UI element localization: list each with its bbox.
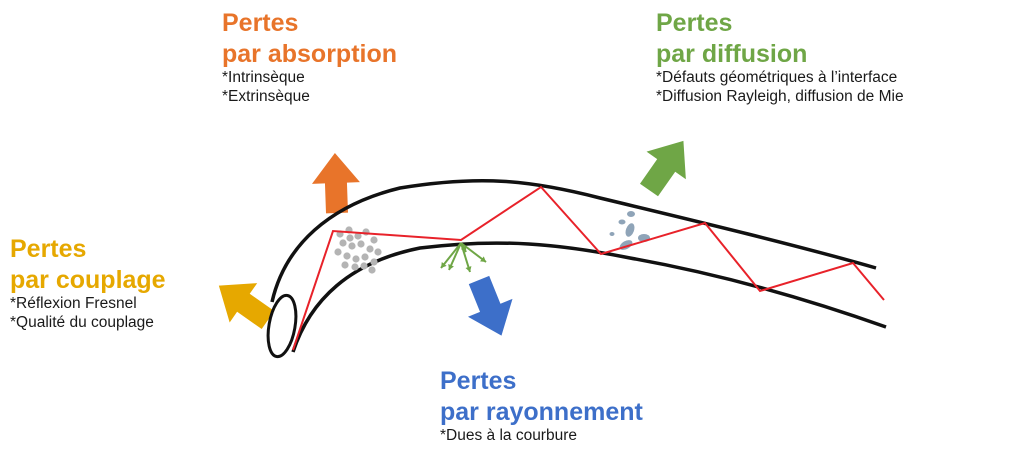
absorption-particle [357,240,365,248]
scatter-arrow-head [480,256,486,262]
absorption-particle [360,262,368,270]
absorption-particle [361,253,369,261]
scatter-arrow-head [448,264,454,270]
scatter-arrows-icon [440,242,487,273]
scatter-arrow-head [460,246,467,252]
absorption-particle [368,266,376,274]
diffusion-defect [627,211,635,217]
guided-light-ray [292,185,885,351]
couplage-item: *Qualité du couplage [10,313,154,331]
absorption-title-line1: Pertes [222,9,299,37]
scatter-arrow-head [465,266,472,272]
absorption-particle [348,242,356,250]
scatter-arrow-head [441,262,447,268]
diffusion-loss-label: Pertes par diffusion *Défauts géométriqu… [656,8,904,107]
diffusion-defect [618,219,626,225]
absorption-particle [346,234,354,242]
absorption-particle [341,261,349,269]
absorption-item: *Intrinsèque [222,69,305,86]
fiber-inner-edge [291,241,887,353]
diffusion-item: *Diffusion Rayleigh, diffusion de Mie [656,87,904,105]
diffusion-arrow-icon [639,140,686,197]
diffusion-item: *Défauts géométriques à l’interface [656,69,898,86]
absorption-particle [354,232,362,240]
absorption-particle [351,263,359,271]
fiber-outer-edge [270,178,877,303]
diffusion-defect [625,223,635,237]
couplage-title-line2: par couplage [10,265,166,294]
absorption-particle [374,248,382,256]
absorption-particle [366,245,374,253]
diffusion-defect [609,232,615,236]
absorption-particle [352,255,360,263]
scatter-arrow-shaft [440,242,462,269]
absorption-particle [370,258,378,266]
rayonnement-title-line1: Pertes [440,367,517,395]
absorption-loss-label: Pertes par absorption *Intrinsèque *Extr… [222,8,397,107]
absorption-title-line2: par absorption [222,39,398,68]
couplage-title-line1: Pertes [10,235,87,263]
couplage-arrow-icon [218,283,275,330]
rayonnement-item: *Dues à la courbure [440,427,577,444]
scatter-arrow-shaft [460,242,487,263]
rayonnement-title-line2: par rayonnement [440,397,643,426]
absorption-particle [339,239,347,247]
diffusion-title-line2: par diffusion [656,39,808,68]
absorption-particle [362,228,370,236]
rayonnement-arrow-icon [467,275,513,336]
diffusion-title-line1: Pertes [656,9,733,37]
absorption-particle [370,236,378,244]
rayonnement-loss-label: Pertes par rayonnement *Dues à la courbu… [440,366,643,446]
couplage-item: *Réflexion Fresnel [10,295,137,312]
absorption-arrow-icon [311,153,360,214]
absorption-particle [343,252,351,260]
fiber-entrance-face [266,293,298,359]
couplage-loss-label: Pertes par couplage *Réflexion Fresnel *… [10,234,166,333]
absorption-particle [334,248,342,256]
absorption-item: *Extrinsèque [222,87,310,105]
